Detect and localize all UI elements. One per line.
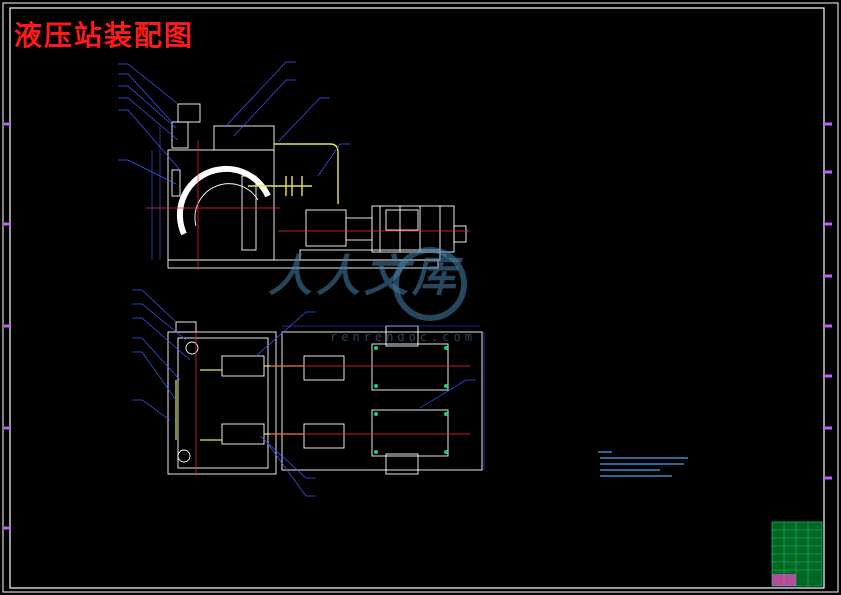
motor-top-lower [371, 409, 449, 457]
front-pipes [248, 143, 339, 204]
watermark-text: 人人文库 [268, 251, 460, 302]
frame-tick-marks [4, 122, 832, 530]
watermark-ring [393, 247, 467, 321]
leader-lines [118, 61, 476, 497]
motor-box-lower [385, 453, 419, 475]
watermark-url: renrendoc.com [330, 330, 476, 344]
motor-base [299, 249, 441, 261]
front-view [167, 103, 467, 269]
top-view [167, 321, 483, 475]
filter-arc-inner [194, 183, 259, 227]
drain-plug [177, 449, 191, 463]
relief-valve [177, 103, 201, 123]
cover-plate [175, 321, 197, 333]
tank-top [167, 331, 277, 475]
inner-frame [9, 7, 825, 589]
sight-glass [171, 169, 181, 197]
valve-upper [221, 355, 265, 377]
top-green-marks [374, 346, 448, 454]
dimension-lines [151, 126, 485, 470]
base-frame [281, 331, 483, 471]
motor-end [453, 225, 467, 243]
valve-lower [221, 423, 265, 445]
technical-notes [598, 451, 688, 477]
pump-top-upper [303, 355, 345, 381]
motor-fins [379, 206, 441, 252]
top-centerlines [195, 332, 470, 476]
valve-block [171, 121, 189, 149]
tank-inner [177, 337, 269, 469]
motor-terminal-box [385, 209, 419, 231]
top-pipes [175, 365, 304, 441]
return-pipe-block [241, 175, 257, 251]
motor-top-upper [371, 343, 449, 391]
coupling [345, 217, 373, 241]
filter-arc [176, 165, 271, 236]
drawing-title: 液压站装配图 [14, 19, 195, 52]
tank-cover [213, 125, 275, 151]
breather [185, 341, 199, 355]
front-centerlines [146, 140, 470, 270]
pump-top-lower [303, 423, 345, 449]
title-block [771, 521, 823, 587]
